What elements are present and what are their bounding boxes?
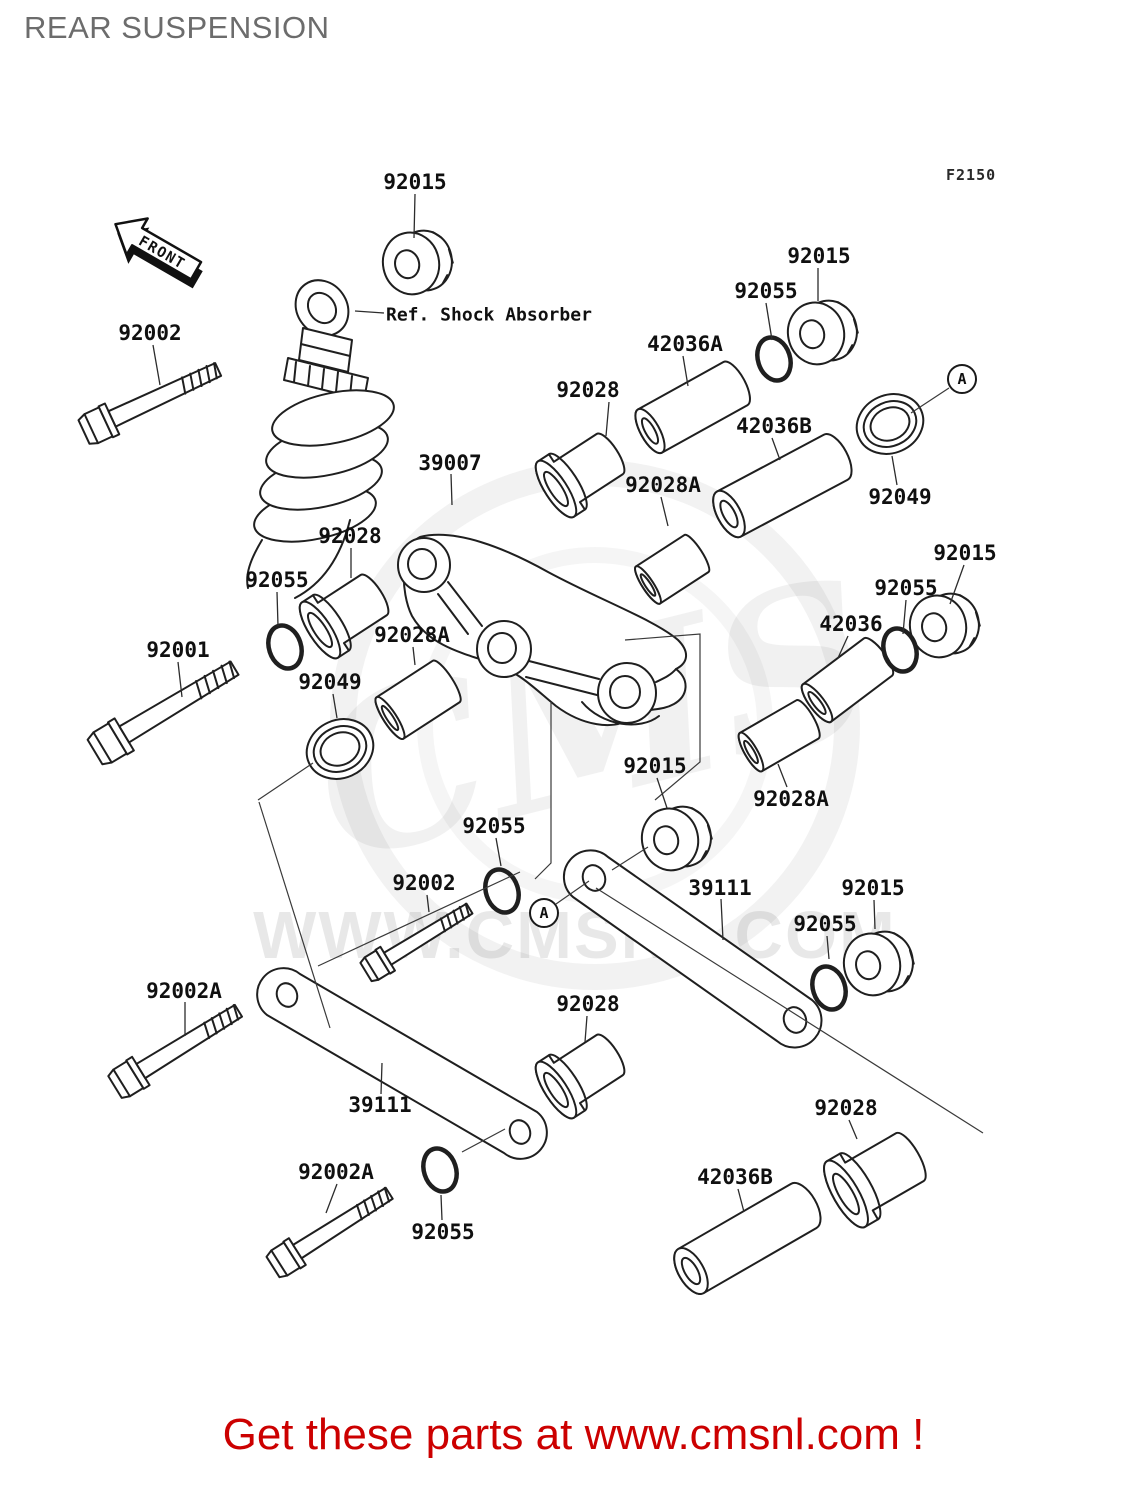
leader-lines bbox=[152, 193, 965, 1221]
part-label: 42036B bbox=[736, 414, 812, 438]
ref-shock-absorber-label: Ref. Shock Absorber bbox=[386, 304, 592, 326]
part-label: 92049 bbox=[298, 670, 362, 694]
part-label: 42036A bbox=[647, 332, 723, 356]
part-label: 92015 bbox=[933, 541, 997, 565]
part-label: 42036B bbox=[697, 1165, 773, 1189]
rocker-arm-drawing bbox=[397, 533, 687, 727]
part-label: 92028A bbox=[625, 473, 701, 497]
part-label: 92002 bbox=[118, 321, 182, 345]
part-label: 92028 bbox=[814, 1096, 878, 1120]
part-label: 92001 bbox=[146, 638, 210, 662]
page-title: REAR SUSPENSION bbox=[24, 10, 330, 45]
part-label: 92028A bbox=[753, 787, 829, 811]
shock-absorber-drawing bbox=[246, 279, 395, 599]
front-arrow: FRONT bbox=[114, 217, 203, 289]
part-label: 39111 bbox=[688, 876, 752, 900]
watermark-url-text: WWW.CMSNL.COM bbox=[253, 898, 897, 973]
part-label: 39111 bbox=[348, 1093, 412, 1117]
part-label: 42036 bbox=[819, 612, 883, 636]
part-label: 92015 bbox=[787, 244, 851, 268]
part-label: 92015 bbox=[623, 754, 687, 778]
construction-lines bbox=[257, 387, 984, 1153]
part-label: 92002A bbox=[298, 1160, 374, 1184]
detail-marker-a: A bbox=[529, 898, 559, 928]
part-label: 92049 bbox=[868, 485, 932, 509]
part-label: 92002A bbox=[146, 979, 222, 1003]
part-label: 92055 bbox=[874, 576, 938, 600]
part-label: 92055 bbox=[793, 912, 857, 936]
part-label: 92055 bbox=[411, 1220, 475, 1244]
part-label: 92055 bbox=[245, 568, 309, 592]
part-label: 92055 bbox=[734, 279, 798, 303]
front-arrow-shape bbox=[114, 217, 203, 281]
part-label: 92028 bbox=[556, 378, 620, 402]
tie-rod-lower-drawing bbox=[256, 967, 548, 1160]
part-label: 39007 bbox=[418, 451, 482, 475]
part-label: 92028 bbox=[556, 992, 620, 1016]
part-label: 92028A bbox=[374, 623, 450, 647]
part-label: 92028 bbox=[318, 524, 382, 548]
part-label: 92055 bbox=[462, 814, 526, 838]
part-label: 92015 bbox=[841, 876, 905, 900]
part-label: 92002 bbox=[392, 871, 456, 895]
figure-code: F2150 bbox=[946, 166, 997, 184]
part-label: 92015 bbox=[383, 170, 447, 194]
detail-marker-a: A bbox=[947, 364, 977, 394]
footer-promo[interactable]: Get these parts at www.cmsnl.com ! bbox=[222, 1410, 925, 1459]
